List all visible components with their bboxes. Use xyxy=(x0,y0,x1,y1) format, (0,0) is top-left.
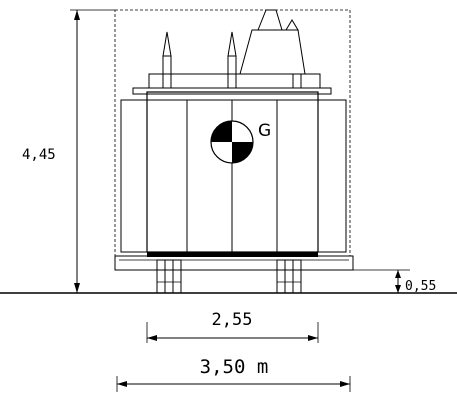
base-frame xyxy=(114,255,354,271)
inner-width-dimension-label: 2,55 xyxy=(212,310,253,330)
tank-bottom-plate xyxy=(147,252,318,257)
radiator-right xyxy=(317,99,347,253)
cover-plate xyxy=(132,87,332,95)
right-wheel-set xyxy=(276,259,302,294)
clearance-dimension xyxy=(353,269,410,293)
overall-width-dimension xyxy=(116,376,351,392)
center-of-gravity-label: G xyxy=(258,121,271,141)
upper-frame xyxy=(148,73,321,89)
envelope-outline xyxy=(114,9,351,257)
inner-width-dimension xyxy=(146,322,319,343)
center-of-gravity-icon xyxy=(210,120,254,164)
bushing-center xyxy=(227,31,237,89)
conservator-housing xyxy=(239,9,306,75)
radiator-left xyxy=(120,99,148,253)
height-dimension xyxy=(70,9,115,293)
height-dimension-label: 4,45 xyxy=(22,147,56,163)
bushing-left xyxy=(162,31,172,89)
overall-width-dimension-label: 3,50 m xyxy=(200,356,269,378)
left-wheel-set xyxy=(156,259,182,294)
clearance-dimension-label: 0,55 xyxy=(405,279,436,294)
